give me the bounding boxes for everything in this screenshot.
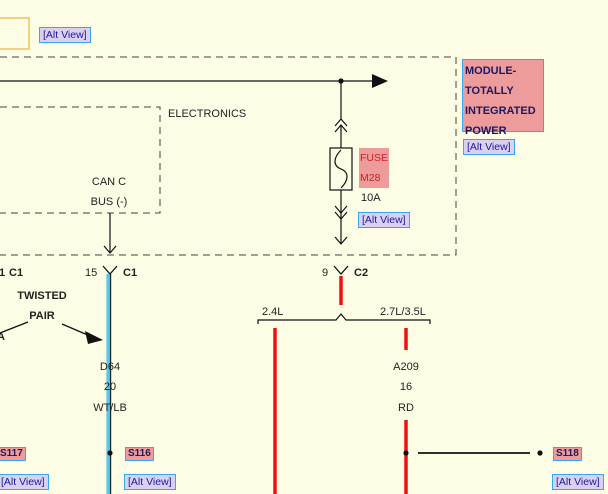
fuse-rating: 10A <box>361 192 381 204</box>
splice-s116-label[interactable]: S116 <box>125 447 154 461</box>
twisted-pair-arrow-right <box>85 331 103 344</box>
engine-option-left: 2.4L <box>262 306 284 318</box>
can-bus-label-line1: CAN C <box>91 176 127 188</box>
wire-d64-circuit: D64 <box>99 361 121 373</box>
can-bus-arrowhead <box>103 245 117 254</box>
twisted-pair-leader-left <box>0 321 29 334</box>
module-name-line: MODULE- <box>465 65 517 77</box>
module-alt-view-link[interactable]: [Alt View] <box>463 139 515 155</box>
fuse-lower-connector-chevron <box>334 211 348 220</box>
fuse-lower-connector-chevron <box>334 205 348 214</box>
top-left-component-box <box>0 17 30 50</box>
connector-c1-symbol <box>102 265 118 275</box>
twisted-pair-label-edge: A <box>0 331 5 343</box>
module-name-line: TOTALLY <box>465 85 514 97</box>
can-bus-label-line2: BUS (-) <box>90 196 128 208</box>
fuse-number: M28 <box>360 172 381 184</box>
connector-c2-pin: 9 <box>322 267 329 279</box>
wire-a209-gauge: 16 <box>399 381 413 393</box>
splice-s118-alt-view-link[interactable]: [Alt View] <box>552 474 604 490</box>
connector-left-pin: 1 <box>0 267 6 279</box>
splice-dot <box>403 450 409 456</box>
connector-left-name: C1 <box>9 267 24 279</box>
connector-c1-pin: 15 <box>85 267 98 279</box>
wire-a209-color: RD <box>398 402 414 414</box>
module-boundary <box>0 56 457 256</box>
engine-option-right: 2.7L/3.5L <box>380 306 426 318</box>
connector-c1-name: C1 <box>123 267 138 279</box>
engine-option-brace <box>257 313 431 324</box>
alt-view-link-top[interactable]: [Alt View] <box>39 27 91 43</box>
splice-s116-alt-view-link[interactable]: [Alt View] <box>124 474 176 490</box>
wire-d64-color: WT/LB <box>93 402 127 414</box>
splice-s116-dot <box>107 450 113 456</box>
module-name-box[interactable]: MODULE- TOTALLY INTEGRATED POWER <box>462 59 544 137</box>
fuse-label: FUSE <box>360 152 389 164</box>
power-bus-arrow <box>372 74 388 88</box>
fuse-upper-connector-chevron <box>334 118 348 127</box>
splice-s117-alt-view-link[interactable]: [Alt View] <box>0 474 49 490</box>
fuse-element-icon <box>334 149 348 189</box>
splice-s117-label[interactable]: S117 <box>0 447 26 461</box>
module-name-line: INTEGRATED <box>465 105 536 117</box>
splice-s118-label[interactable]: S118 <box>553 447 582 461</box>
connector-c2-symbol <box>333 265 349 275</box>
twisted-pair-leader-right <box>61 323 91 337</box>
wire-a209-circuit: A209 <box>393 361 419 373</box>
twisted-pair-label-line2: PAIR <box>29 310 55 322</box>
connector-c2-name: C2 <box>354 267 369 279</box>
module-name-line: POWER <box>465 125 507 137</box>
twisted-pair-label-line1: TWISTED <box>17 290 67 302</box>
fuse-label-box[interactable]: FUSE M28 <box>359 148 390 188</box>
fuse-alt-view-link[interactable]: [Alt View] <box>358 212 410 228</box>
fuse-output-arrowhead <box>334 236 348 245</box>
splice-s118-dot <box>537 450 543 456</box>
wire-d64-gauge: 20 <box>103 381 117 393</box>
electronics-label: ELECTRONICS <box>168 108 247 120</box>
